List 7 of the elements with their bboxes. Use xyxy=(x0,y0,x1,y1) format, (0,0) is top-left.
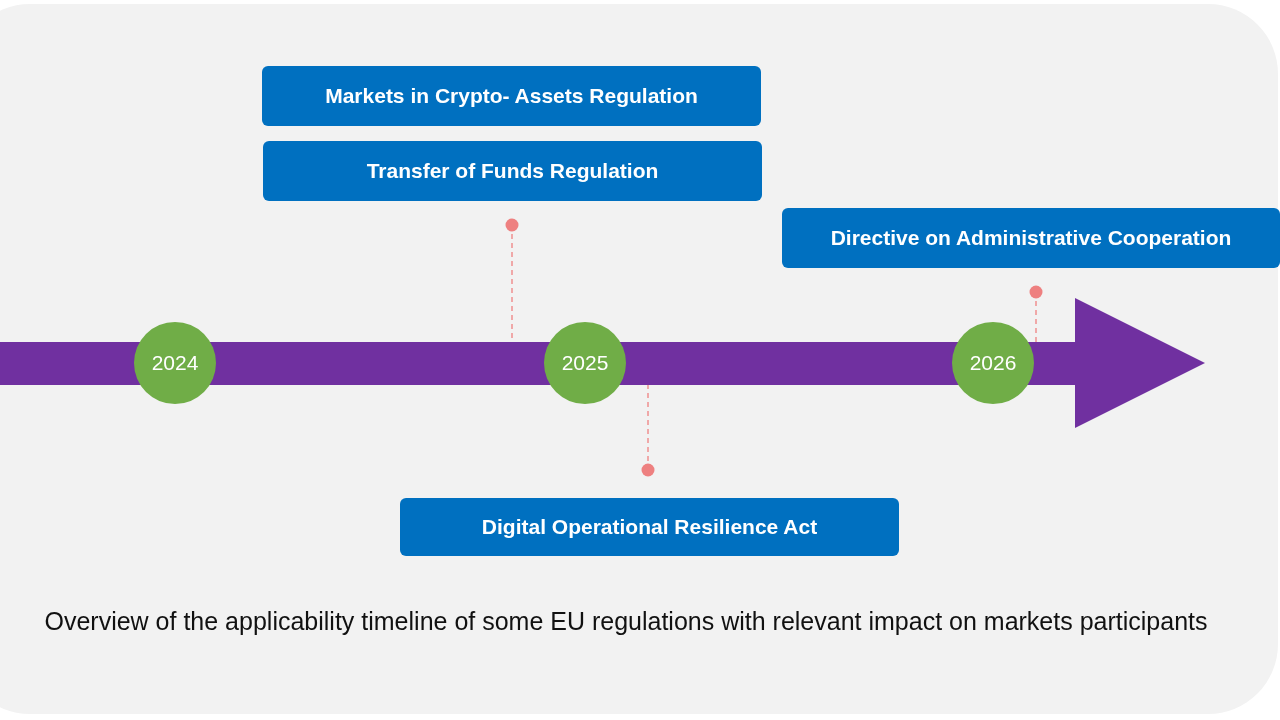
caption: Overview of the applicability timeline of some EU regulations with relevant impact on markets participants xyxy=(43,606,1209,637)
regulation-box: Markets in Crypto- Assets Regulation xyxy=(262,66,761,126)
regulation-box: Transfer of Funds Regulation xyxy=(263,141,762,201)
leader-line xyxy=(1029,285,1043,343)
regulation-box: Digital Operational Resilience Act xyxy=(400,498,899,556)
regulation-box: Directive on Administrative Cooperation xyxy=(782,208,1280,268)
leader-line xyxy=(641,384,655,477)
